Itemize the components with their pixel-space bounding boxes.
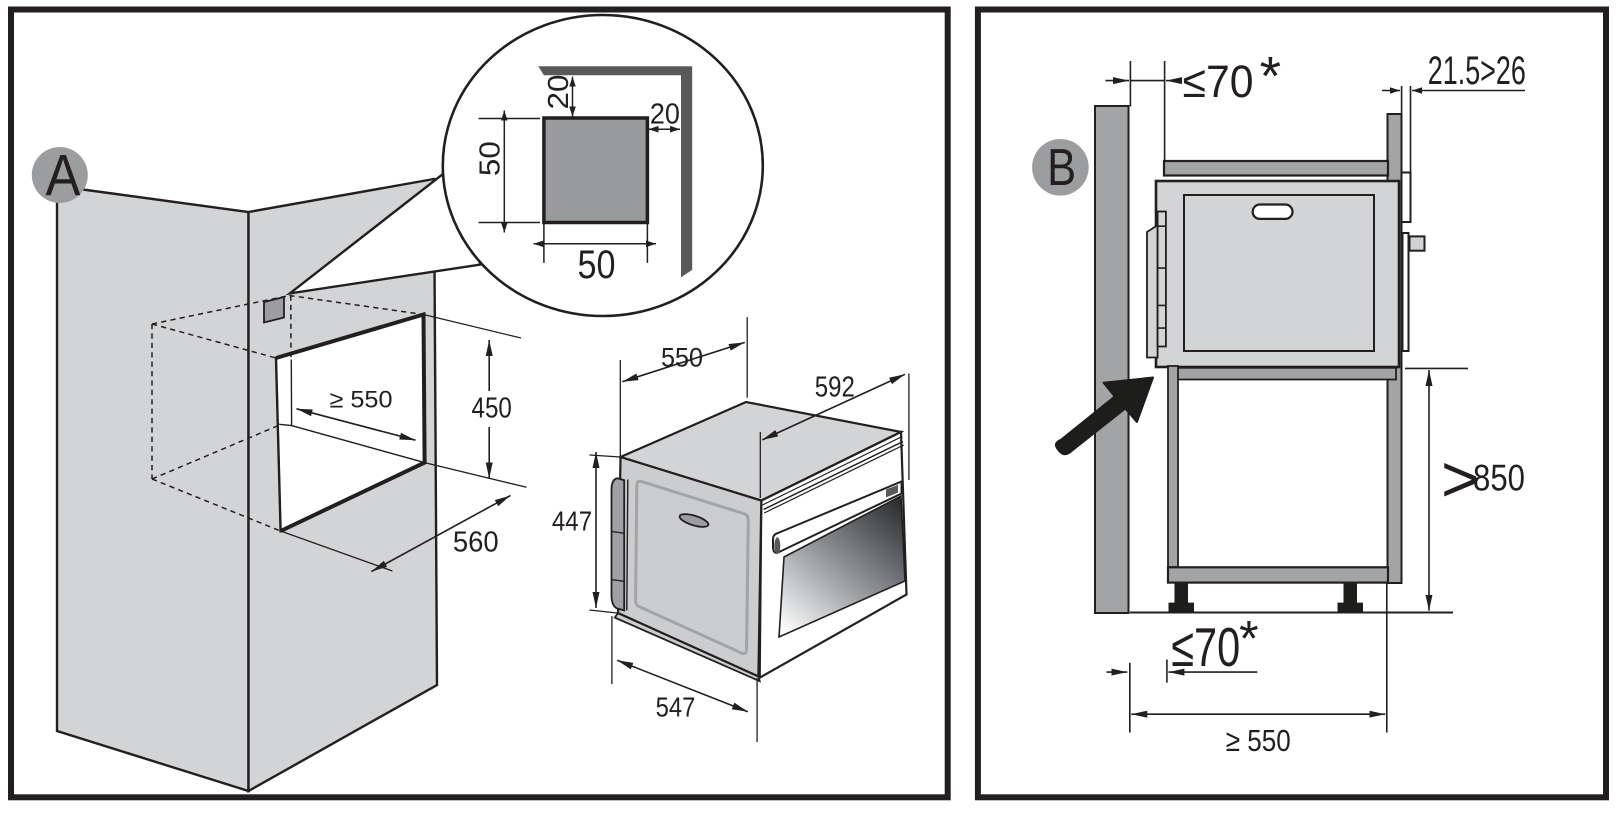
svg-text:B: B xyxy=(1047,139,1076,197)
svg-text:20: 20 xyxy=(650,99,680,131)
svg-text:50: 50 xyxy=(578,243,616,287)
svg-text:592: 592 xyxy=(815,372,855,404)
svg-text:550: 550 xyxy=(661,343,703,373)
svg-text:560: 560 xyxy=(453,527,499,559)
svg-text:50: 50 xyxy=(474,141,506,176)
svg-text:≥ 550: ≥ 550 xyxy=(330,386,393,413)
svg-text:≤70: ≤70 xyxy=(1171,616,1240,678)
svg-text:>: > xyxy=(1441,442,1480,516)
svg-text:A: A xyxy=(46,143,81,208)
svg-text:447: 447 xyxy=(552,505,592,536)
svg-text:≥ 550: ≥ 550 xyxy=(1226,723,1291,758)
svg-text:547: 547 xyxy=(656,691,696,722)
svg-text:850: 850 xyxy=(1473,457,1525,499)
svg-text:≤70: ≤70 xyxy=(1183,56,1254,107)
svg-text:21.5>26: 21.5>26 xyxy=(1428,49,1526,93)
svg-text:*: * xyxy=(1260,45,1281,107)
svg-text:*: * xyxy=(1239,610,1258,666)
svg-text:450: 450 xyxy=(472,393,512,425)
svg-text:20: 20 xyxy=(543,75,575,110)
